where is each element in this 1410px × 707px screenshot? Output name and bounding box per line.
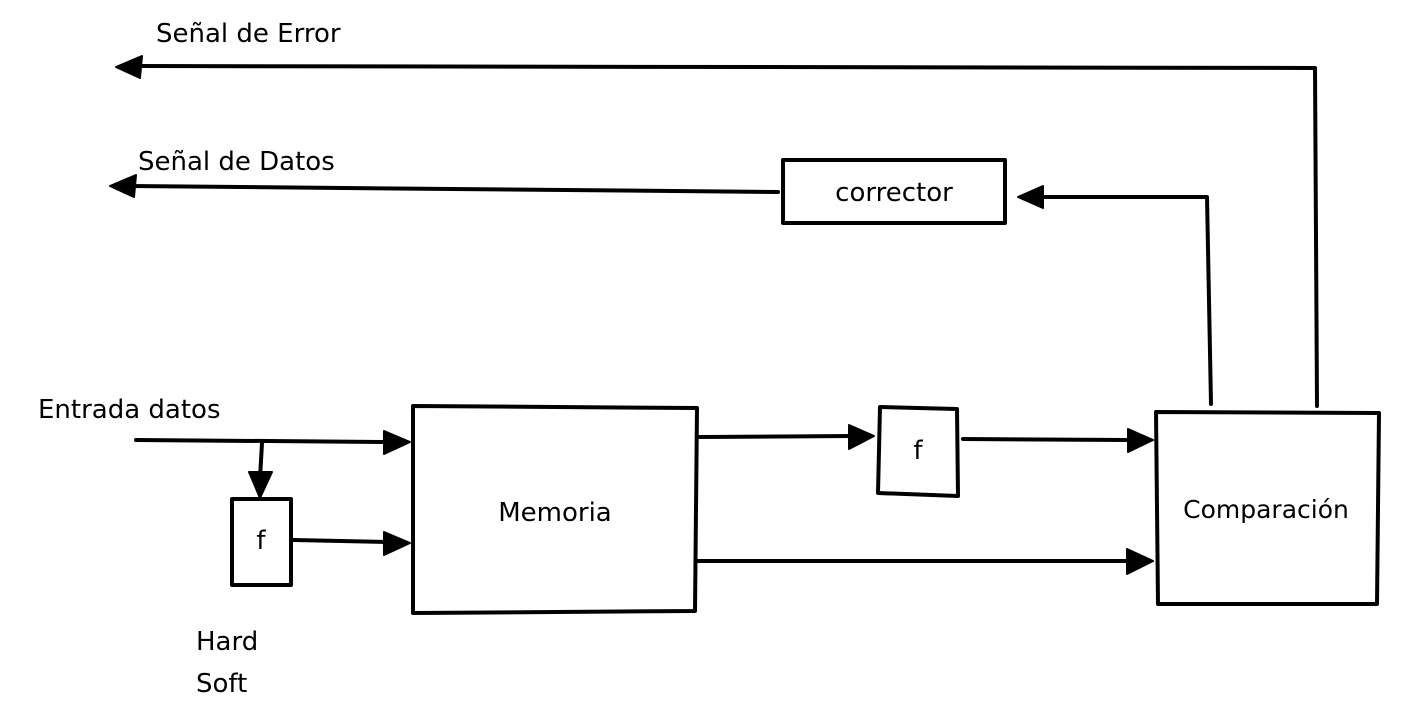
error-signal-line: [136, 64, 1319, 408]
data-signal-arrowhead: [109, 174, 137, 198]
memoria-label: Memoria: [498, 498, 612, 528]
error-signal-label: Señal de Error: [156, 19, 341, 49]
f-to-comparacion-connector: [961, 428, 1154, 453]
corrector-label: corrector: [835, 178, 953, 208]
memoria-to-f-arrowhead: [848, 424, 875, 450]
soft-label: Soft: [196, 669, 247, 699]
comparacion-label: Comparación: [1183, 495, 1349, 524]
f-input-box: [230, 497, 293, 587]
memoria-to-f-connector: [698, 424, 875, 450]
f-to-memoria-arrowhead: [383, 531, 411, 556]
memoria-to-f-line: [698, 434, 854, 439]
f-input-label: f: [256, 526, 266, 556]
corrector-block: corrector: [781, 158, 1007, 225]
data-signal-line: [128, 184, 780, 194]
comparacion-to-corrector-line: [1038, 195, 1213, 406]
input-to-memoria-arrowhead: [383, 430, 411, 455]
f-to-comparacion-line: [961, 437, 1130, 442]
f-to-memoria-connector: [292, 531, 411, 556]
comparacion-box: [1154, 410, 1381, 606]
f-input-block: f: [230, 497, 293, 587]
f-to-memoria-line: [292, 538, 390, 544]
comparacion-block: Comparación: [1154, 410, 1381, 606]
f-output-label: f: [913, 436, 923, 466]
data-signal-label: Señal de Datos: [138, 147, 335, 177]
f-output-block: f: [876, 405, 960, 498]
comparacion-to-corrector-arrowhead: [1017, 185, 1044, 209]
f-output-box: [876, 405, 960, 498]
f-to-comparacion-arrowhead: [1127, 428, 1154, 453]
memoria-box: [411, 404, 699, 615]
error-signal-connector: [115, 55, 1319, 408]
input-to-memoria-connector: [134, 430, 411, 455]
memoria-to-comparacion-connector: [696, 548, 1154, 575]
memoria-to-comparacion-arrowhead: [1126, 548, 1154, 575]
data-signal-connector: [109, 174, 780, 198]
comparacion-to-corrector-connector: [1017, 185, 1213, 406]
corrector-box: [781, 158, 1007, 225]
memoria-block: Memoria: [411, 404, 699, 615]
input-to-f-connector: [248, 441, 273, 499]
input-to-f-arrowhead: [248, 471, 273, 499]
error-signal-arrowhead: [115, 55, 143, 79]
hard-label: Hard: [196, 627, 258, 657]
data-input-label: Entrada datos: [38, 395, 221, 425]
